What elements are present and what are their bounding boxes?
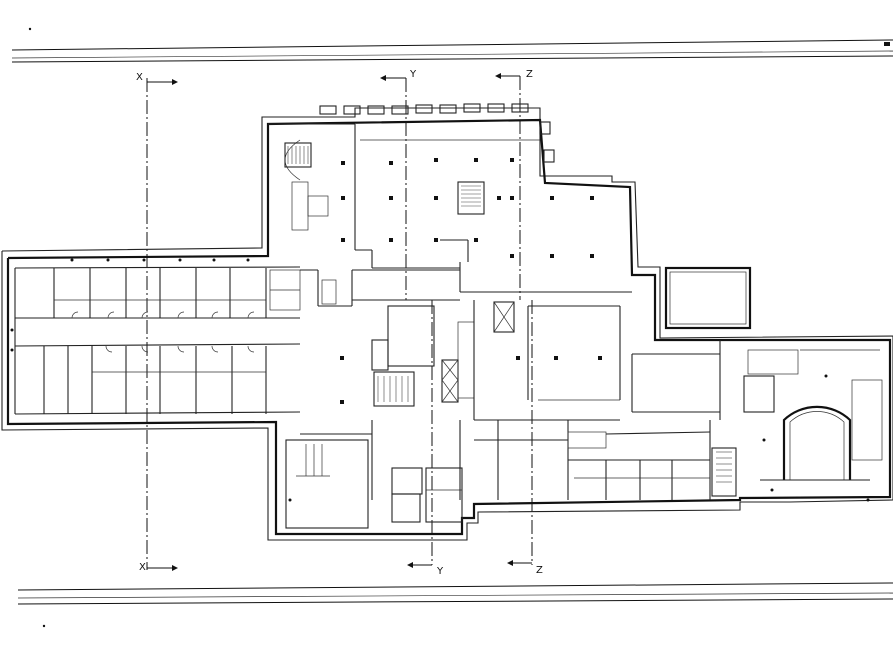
west-wing xyxy=(10,258,301,415)
section-y-bottom-label: Y xyxy=(436,566,444,577)
section-z-bottom-label: Z xyxy=(536,565,543,576)
south-block xyxy=(285,439,463,529)
east-central-rooms xyxy=(459,300,711,500)
registration-marks xyxy=(28,27,46,628)
top-dimension-band xyxy=(11,39,893,63)
section-x-top-label: X xyxy=(136,72,143,83)
north-parapet-blocks xyxy=(319,103,555,163)
section-line-x: X X xyxy=(136,72,178,573)
east-wing xyxy=(631,266,883,502)
section-z-top-label: Z xyxy=(526,69,533,80)
section-line-z: Z Z xyxy=(495,69,543,576)
building-outline xyxy=(1,107,893,541)
section-x-bottom-label: X xyxy=(139,562,146,573)
section-y-top-label: Y xyxy=(409,69,417,80)
central-lobby xyxy=(300,269,475,500)
section-line-y: Y Y xyxy=(380,69,444,577)
bottom-dimension-band xyxy=(17,582,893,605)
north-hall xyxy=(268,123,632,293)
